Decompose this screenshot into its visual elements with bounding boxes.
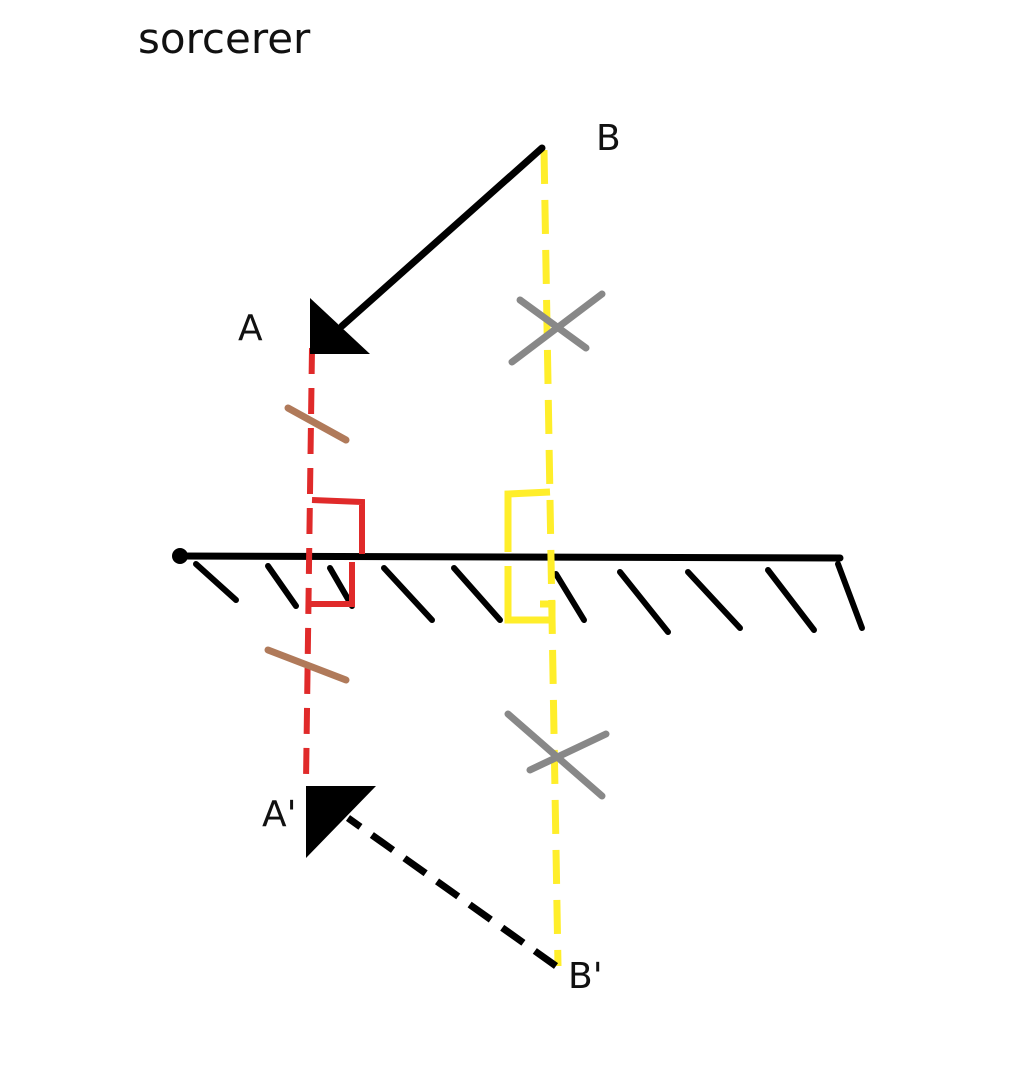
B-right-angle-mark-upper: [504, 488, 551, 552]
hatch-mark: [327, 565, 355, 609]
hatch-mark: [193, 561, 239, 603]
A-right-angle-mark-lower: [310, 562, 355, 607]
hatch-mark: [835, 561, 865, 631]
hatch-mark: [617, 569, 671, 635]
hatch-mark: [381, 565, 435, 623]
mirror-end-dot: [172, 548, 188, 564]
hatch-mark: [265, 563, 299, 609]
object-arrow-head: [310, 298, 370, 354]
object-arrow-BA: [310, 144, 546, 354]
object-arrow-shaft: [338, 144, 546, 330]
label-A-image: A': [262, 794, 297, 835]
B-right-angle-mark-lower: [504, 566, 556, 624]
label-A: A: [238, 308, 263, 349]
mirror-surface-line: [174, 552, 844, 562]
A-equal-mark-upper: [284, 404, 350, 444]
A-equal-mark-lower: [264, 646, 350, 684]
B-equal-length-marks: [504, 290, 610, 800]
mirror-hatching: [193, 561, 865, 635]
A-perpendicular-dashed: [303, 347, 315, 783]
A-right-angle-mark-upper: [311, 497, 365, 554]
hatch-mark: [553, 571, 587, 623]
A-equal-length-marks: [264, 404, 350, 684]
label-B: B: [596, 118, 621, 159]
image-arrow-shaft: [345, 815, 559, 969]
watermark-text: sorcerer: [138, 14, 311, 63]
image-arrow-BA: [306, 786, 559, 969]
B-equal-mark-upper: [508, 290, 606, 366]
plane-mirror: [172, 548, 865, 635]
B-equal-mark-lower-stroke: [526, 730, 610, 774]
image-arrow-head: [306, 786, 376, 858]
B-perpendicular-dashed: [540, 149, 562, 967]
hatch-mark: [685, 569, 743, 631]
B-equal-mark-lower: [504, 710, 610, 800]
B-right-angle-marks: [504, 488, 556, 624]
hatch-mark: [451, 565, 503, 623]
B-equal-mark-upper-stroke: [516, 296, 590, 352]
A-right-angle-marks: [310, 497, 365, 607]
label-B-image: B': [568, 956, 603, 997]
hatch-mark: [765, 567, 817, 633]
